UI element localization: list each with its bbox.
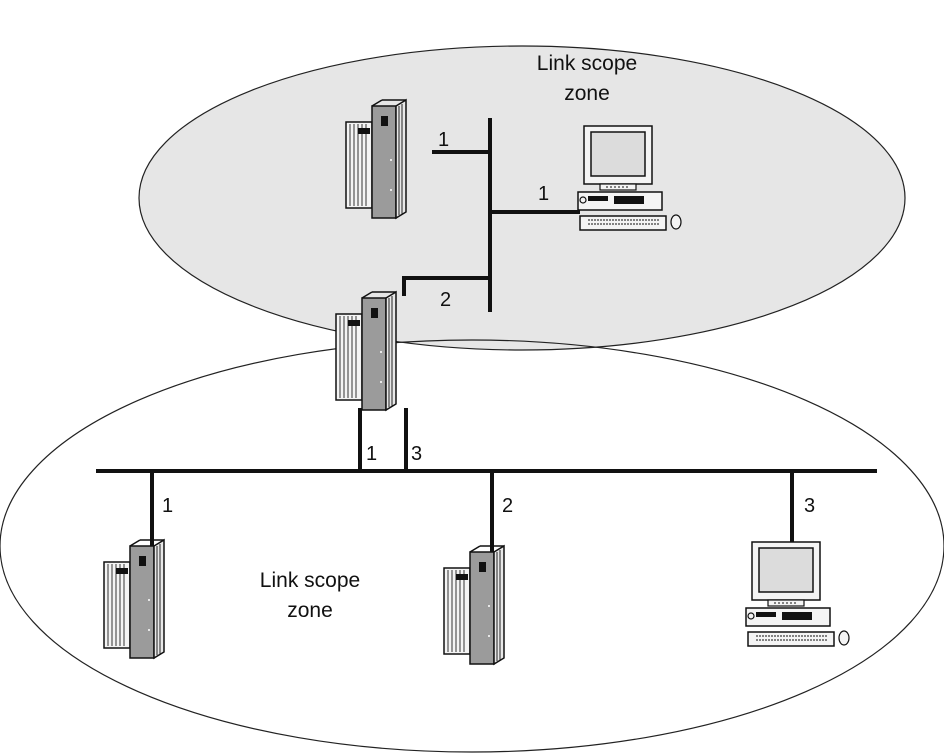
upper-zone-label-line2: zone [564,82,610,105]
upper-server-interface-label: 1 [438,129,449,151]
lower-zone-label-line1: Link scope [260,569,360,592]
lower-left-server-interface-label: 1 [162,495,173,517]
upper-network-links [402,118,580,312]
lower-left-server-icon [103,539,165,659]
upper-zone-label-line1: Link scope [537,52,637,75]
lower-workstation-interface-label: 3 [804,495,815,517]
router-lower-right-interface-label: 3 [411,443,422,465]
upper-link-scope-zone [138,45,906,351]
lower-middle-server-icon [443,545,505,665]
lower-zone-label-line2: zone [287,599,333,622]
lower-workstation-icon [745,541,850,647]
lower-network-links [96,408,877,552]
router-lower-left-interface-label: 1 [366,443,377,465]
router-upper-interface-label: 2 [440,289,451,311]
lower-middle-server-interface-label: 2 [502,495,513,517]
lower-link-scope-zone [0,339,944,753]
upper-workstation-interface-label: 1 [538,183,549,205]
